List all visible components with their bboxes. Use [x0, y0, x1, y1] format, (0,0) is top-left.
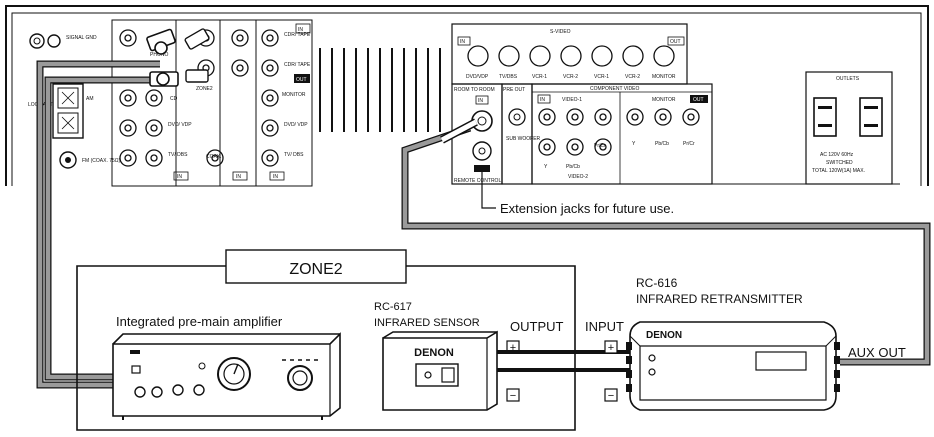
- signal-wires: [497, 350, 630, 372]
- cdr-tape-label: CDR/ TAPE: [284, 32, 311, 38]
- monitor-y-label: Y: [632, 141, 636, 147]
- in-tag: IN: [298, 27, 303, 33]
- component-in-tag: IN: [540, 97, 545, 103]
- outlets-label: OUTLETS: [836, 76, 860, 82]
- sensor-name: INFRARED SENSOR: [374, 317, 480, 329]
- monitor-audio-label: MONITOR: [282, 92, 306, 98]
- ac-line-label: AC 120V 60Hz: [820, 152, 854, 158]
- switched-label: SWITCHED: [826, 160, 853, 166]
- coax-in-tag: IN: [236, 174, 241, 180]
- fm-antenna-terminal: FM (COAX. 75Ω): [59, 151, 121, 169]
- zone2-label: ZONE2: [289, 261, 342, 278]
- s-video-jack-3: VCR-1: [532, 74, 547, 80]
- signal-gnd-label: SIGNAL GND: [66, 35, 97, 41]
- tv-video-in-tag: IN: [273, 174, 278, 180]
- total-max-label: TOTAL 120W(1A) MAX.: [812, 168, 865, 174]
- amplifier-caption: Integrated pre-main amplifier: [116, 314, 283, 329]
- video-2-label: VIDEO-2: [568, 174, 588, 180]
- sensor-brand: DENON: [414, 347, 454, 359]
- s-video-jack-4: VCR-2: [563, 74, 578, 80]
- tv-dbs-label: TV/ DBS: [168, 152, 188, 158]
- retransmitter-minus-terminal: [604, 388, 618, 402]
- monitor-pr-label: Pr/Cr: [683, 141, 695, 147]
- video2-pb-label: Pb/Cb: [566, 164, 580, 170]
- component-video-block: COMPONENT VIDEO IN VIDEO-1 VIDEO-2 MONIT…: [531, 83, 713, 185]
- infrared-sensor: RC-617 INFRARED SENSOR OUTPUT DENON + −: [374, 301, 564, 411]
- integrated-amplifier: Integrated pre-main amplifier: [112, 314, 341, 420]
- remote-control-label: REMOTE CONTROL: [454, 178, 501, 184]
- s-video-jack-2: TV/DBS: [499, 74, 518, 80]
- sensor-output-label: OUTPUT: [510, 319, 564, 334]
- receiver-rear-panel: SIGNAL GND AM LOOP ANT. FM (COAX. 75Ω): [5, 5, 929, 187]
- room-to-room-block: ROOM TO ROOM PRE OUT IN REMOTE CONTROL S…: [451, 83, 541, 185]
- signal-gnd-terminal: SIGNAL GND: [29, 33, 97, 49]
- aux-out-label: AUX OUT: [848, 345, 906, 360]
- video-1-label: VIDEO-1: [562, 97, 582, 103]
- room-to-room-in-tag: IN: [478, 98, 483, 104]
- zone2-room: ZONE2: [76, 249, 576, 431]
- cdr-tape-out-label: CDR/ TAPE: [284, 62, 311, 68]
- extension-callout: Extension jacks for future use.: [481, 172, 674, 216]
- retransmitter-model: RC-616: [636, 276, 678, 290]
- sensor-minus-terminal: [506, 388, 520, 402]
- retransmitter-brand: DENON: [646, 330, 682, 341]
- zone2-audio-cable: [36, 60, 160, 389]
- s-video-jack-7: MONITOR: [652, 74, 676, 80]
- dvd-vdp-label: DVD/ VDP: [168, 122, 192, 128]
- retransmitter-plus-terminal: [604, 340, 618, 354]
- sensor-minus-symbol: −: [510, 390, 516, 402]
- s-video-in-tag: IN: [460, 39, 465, 45]
- s-video-jack-6: VCR-2: [625, 74, 640, 80]
- ac-outlets-block: OUTLETS AC 120V 60Hz SWITCHED TOTAL 120W…: [805, 71, 893, 185]
- retransmitter-plus-symbol: +: [608, 342, 614, 354]
- tv-dbs-video-label: TV/ DBS: [284, 152, 304, 158]
- s-video-jack-5: VCR-1: [594, 74, 609, 80]
- pre-out-label: PRE OUT: [503, 87, 525, 93]
- s-video-block: S-VIDEO DVD/VDP TV/DBS VCR-1 VCR-2 VCR-1…: [451, 23, 688, 85]
- audio-jack-block: PHONO CD DVD/ VDP TV/ DBS ZONE2 CDR/ TAP…: [111, 19, 313, 187]
- s-video-jack-1: DVD/VDP: [466, 74, 489, 80]
- room-to-room-label: ROOM TO ROOM: [454, 87, 495, 93]
- phono-label: PHONO: [150, 52, 168, 58]
- sensor-plus-symbol: +: [510, 342, 516, 354]
- coax-label: COAX.: [206, 154, 222, 160]
- sensor-model: RC-617: [374, 301, 412, 313]
- infrared-retransmitter: RC-616 INFRARED RETRANSMITTER INPUT AUX …: [585, 276, 906, 411]
- tv-in-tag: IN: [177, 174, 182, 180]
- dvd-vdp-video-label: DVD/ VDP: [284, 122, 308, 128]
- component-out-tag: OUT: [693, 97, 704, 103]
- out-tag: OUT: [296, 77, 307, 83]
- retransmitter-input-label: INPUT: [585, 319, 624, 334]
- s-video-label: S-VIDEO: [550, 29, 571, 35]
- zone2-out-label: ZONE2: [196, 86, 213, 92]
- rca-plugs: [146, 28, 210, 87]
- s-video-out-tag: OUT: [670, 39, 681, 45]
- video2-pr-label: Pr/Cr: [594, 143, 606, 149]
- extension-note: Extension jacks for future use.: [500, 201, 674, 216]
- zone2-label-box: [225, 249, 407, 284]
- retransmitter-minus-symbol: −: [608, 390, 614, 402]
- component-video-label: COMPONENT VIDEO: [590, 86, 639, 92]
- ventilation-slots: [319, 48, 441, 132]
- component-monitor-label: MONITOR: [652, 97, 676, 103]
- video2-y-label: Y: [544, 164, 548, 170]
- retransmitter-name: INFRARED RETRANSMITTER: [636, 292, 803, 306]
- monitor-pb-label: Pb/Cb: [655, 141, 669, 147]
- cd-label: CD: [170, 96, 178, 102]
- sub-woofer-label: SUB WOOFER: [506, 136, 541, 142]
- fm-label: FM (COAX. 75Ω): [82, 158, 121, 164]
- am-label: AM: [86, 96, 94, 102]
